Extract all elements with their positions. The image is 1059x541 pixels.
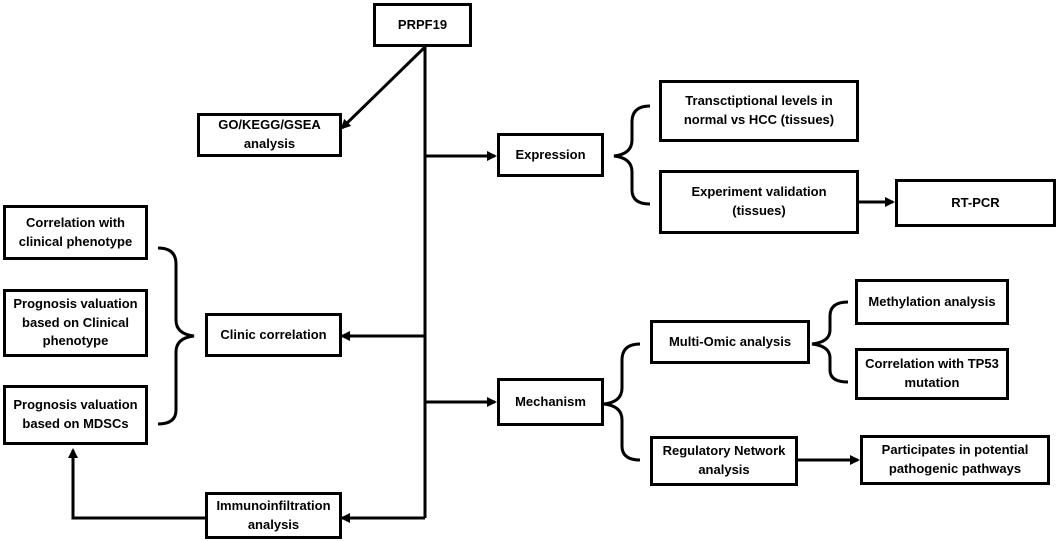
node-immunoinfiltration: Immunoinfiltration analysis <box>205 492 342 539</box>
node-expression: Expression <box>497 133 604 177</box>
node-clinic-correlation: Clinic correlation <box>205 313 342 357</box>
node-pathogenic-pathways: Participates in potential pathogenic pat… <box>860 435 1050 485</box>
brace-mechanism <box>603 342 641 462</box>
brace-multiomic <box>811 300 849 384</box>
arrow-to-go-kegg <box>340 45 427 130</box>
node-go-kegg-gsea: GO/KEGG/GSEA analysis <box>197 113 342 157</box>
arrow-immuno-to-mdsc <box>68 448 205 520</box>
node-rt-pcr: RT-PCR <box>895 179 1056 227</box>
node-prognosis-clinical-phenotype: Prognosis valuation based on Clinical ph… <box>3 289 148 357</box>
node-transcriptional-levels: Transctiptional levels in normal vs HCC … <box>659 80 859 142</box>
node-mechanism: Mechanism <box>497 378 604 426</box>
node-tp53-correlation: Correlation with TP53 mutation <box>855 348 1009 400</box>
node-prognosis-mdscs: Prognosis valuation based on MDSCs <box>3 385 148 445</box>
node-correlation-clinical-phenotype: Correlation with clinical phenotype <box>3 205 148 260</box>
brace-expression <box>613 104 651 206</box>
node-experiment-validation: Experiment validation (tissues) <box>659 170 859 234</box>
node-prpf19: PRPF19 <box>373 3 472 47</box>
node-regulatory-network: Regulatory Network analysis <box>650 436 798 486</box>
node-multi-omic: Multi-Omic analysis <box>650 320 810 364</box>
node-methylation: Methylation analysis <box>855 279 1009 325</box>
brace-clinic <box>157 246 195 426</box>
